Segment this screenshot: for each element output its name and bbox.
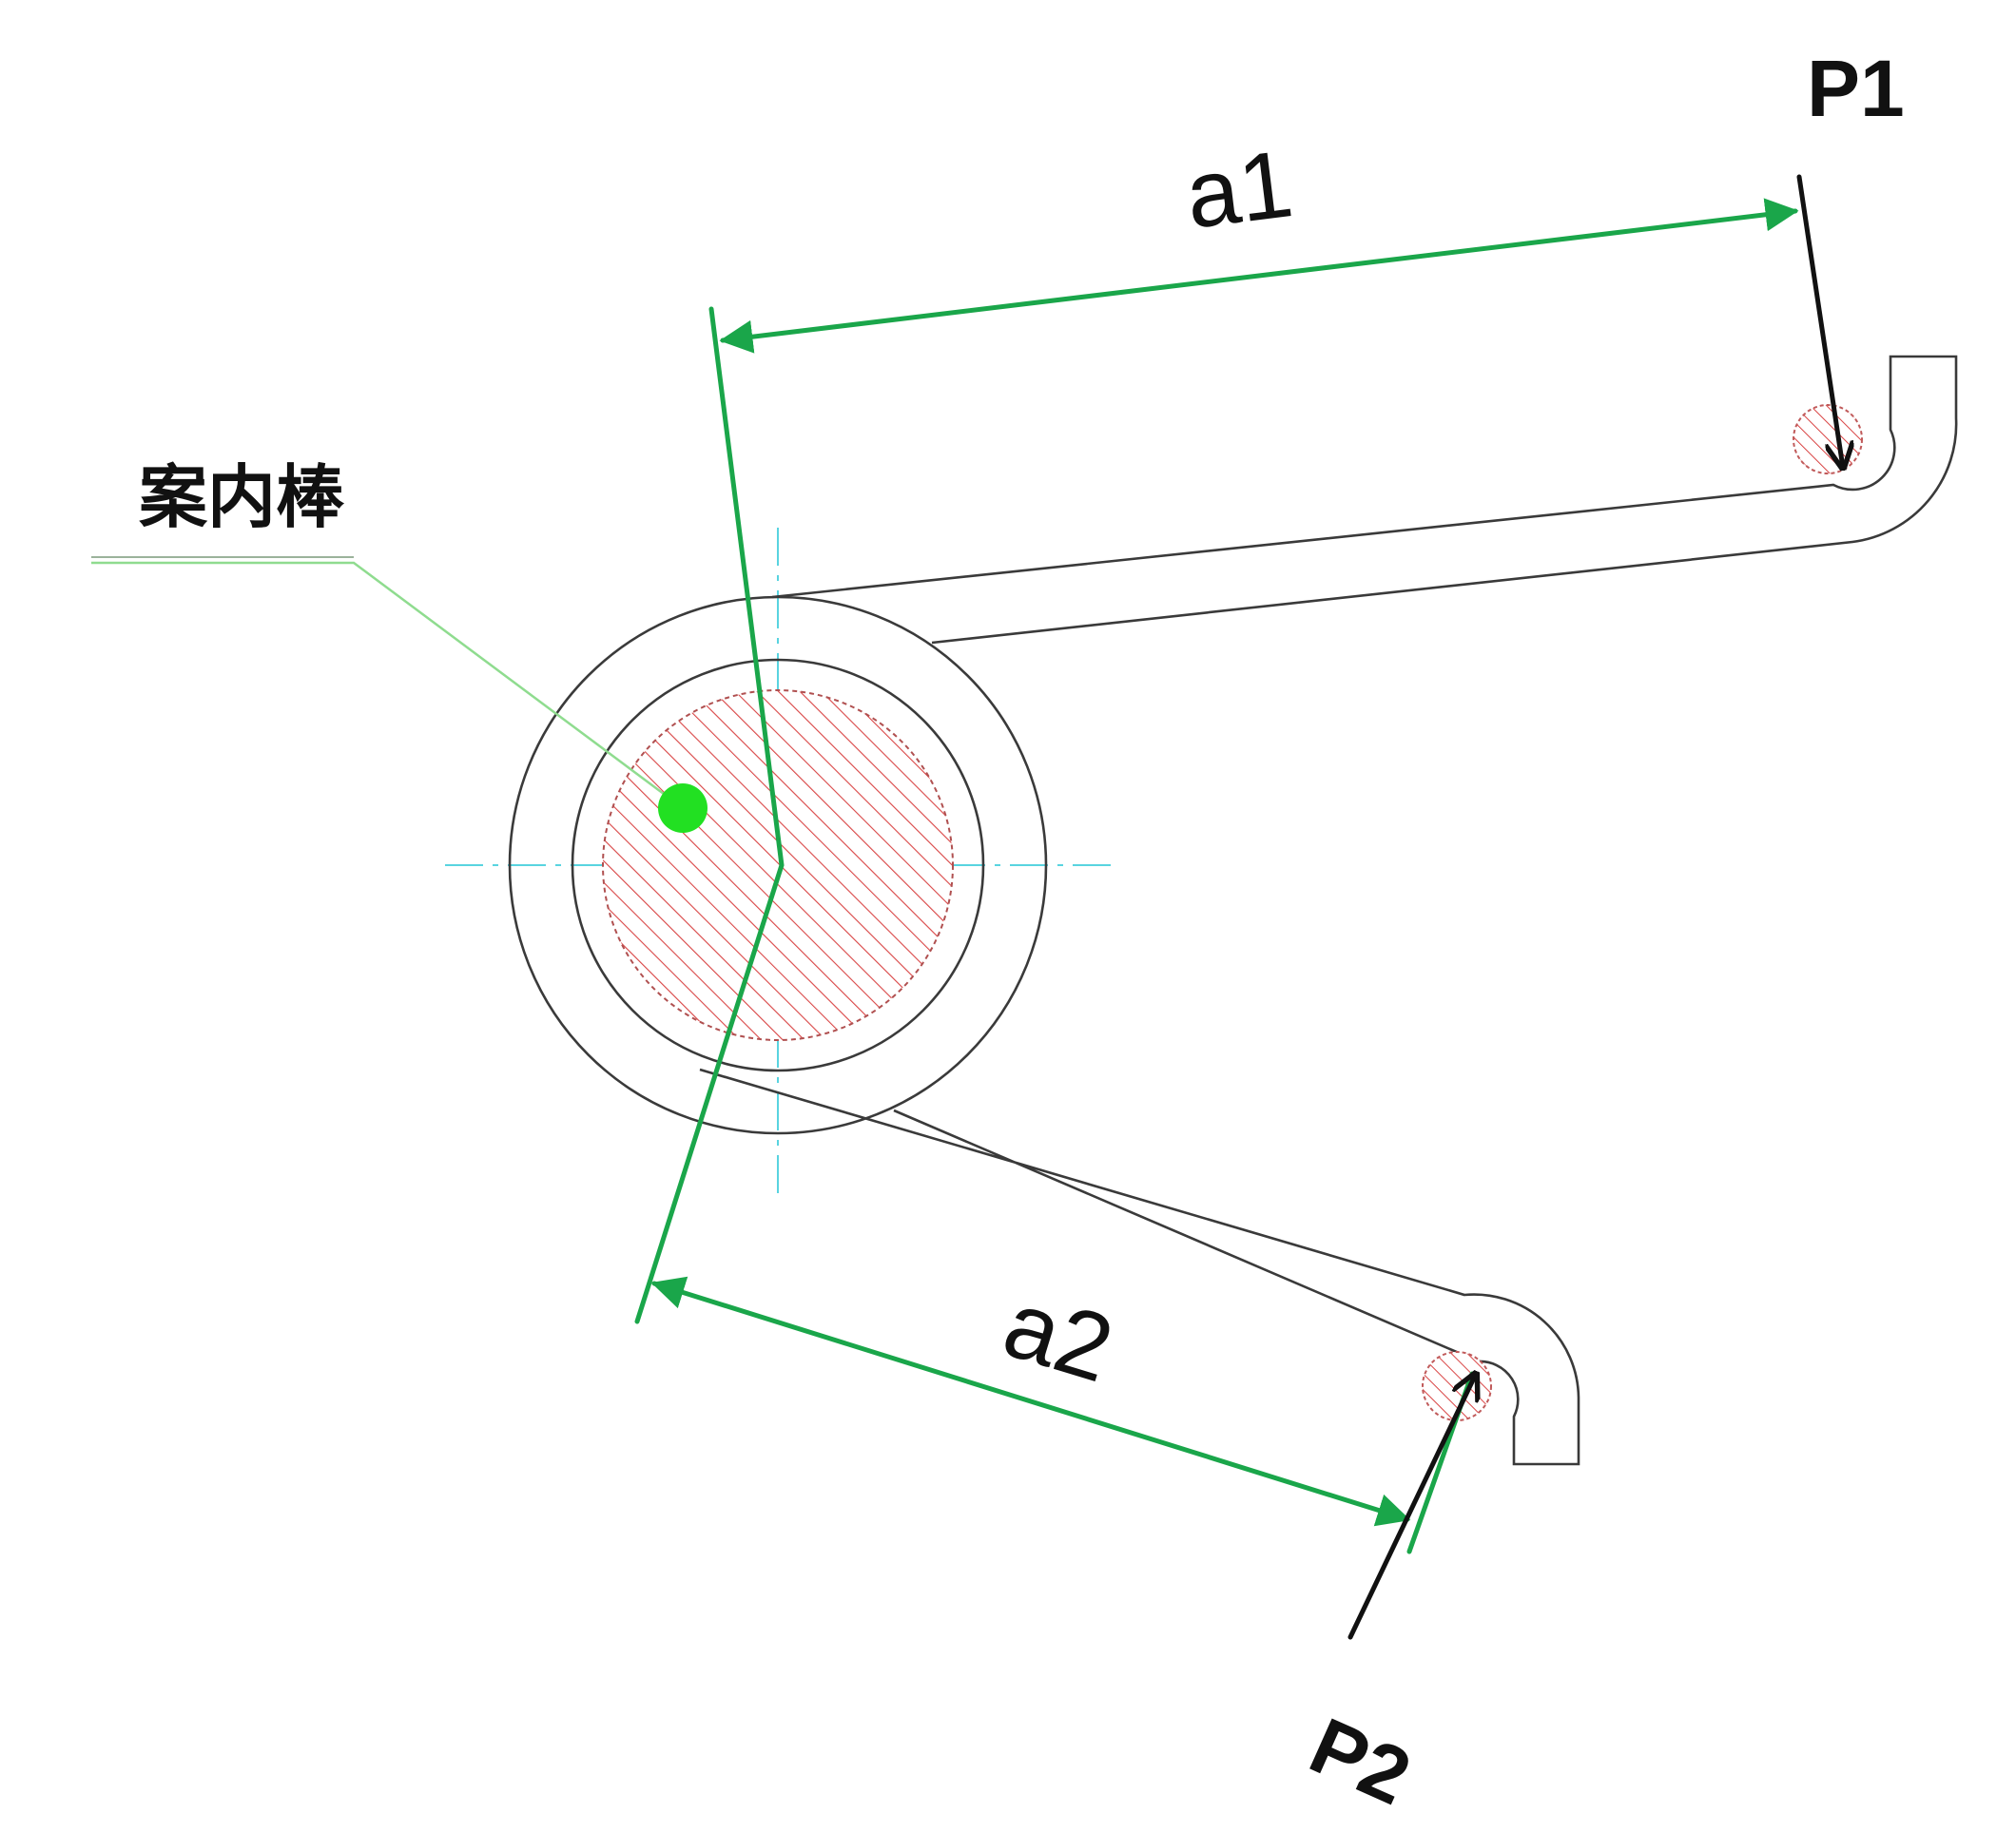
- dimension-lines: [634, 198, 1799, 1554]
- lower-arm: [699, 1068, 1580, 1466]
- guide-bar-label: 案内棒: [139, 457, 345, 537]
- force-label-p1: P1: [1807, 44, 1905, 133]
- guide-bar-leader: [91, 561, 684, 810]
- green-dot-marker: [658, 783, 708, 833]
- dimension-label-a2: a2: [993, 1270, 1125, 1403]
- coil-inner: [571, 658, 985, 1072]
- load-point-1: [1793, 404, 1863, 474]
- dimension-a1: [719, 198, 1799, 354]
- reference-axis-line: [634, 306, 785, 1324]
- force-label-p2: P2: [1298, 1701, 1424, 1823]
- force-arrows: [1347, 174, 1843, 1640]
- arrow-icon: [1347, 1374, 1476, 1640]
- upper-arm: [771, 355, 1958, 645]
- guide-bar-section: [602, 689, 954, 1041]
- spring-body: [508, 355, 1958, 1466]
- arrow-icon: [1796, 174, 1843, 468]
- dimension-a2: [650, 1276, 1411, 1527]
- dimension-label-a1: a1: [1180, 130, 1298, 249]
- coil-outer: [508, 595, 1048, 1135]
